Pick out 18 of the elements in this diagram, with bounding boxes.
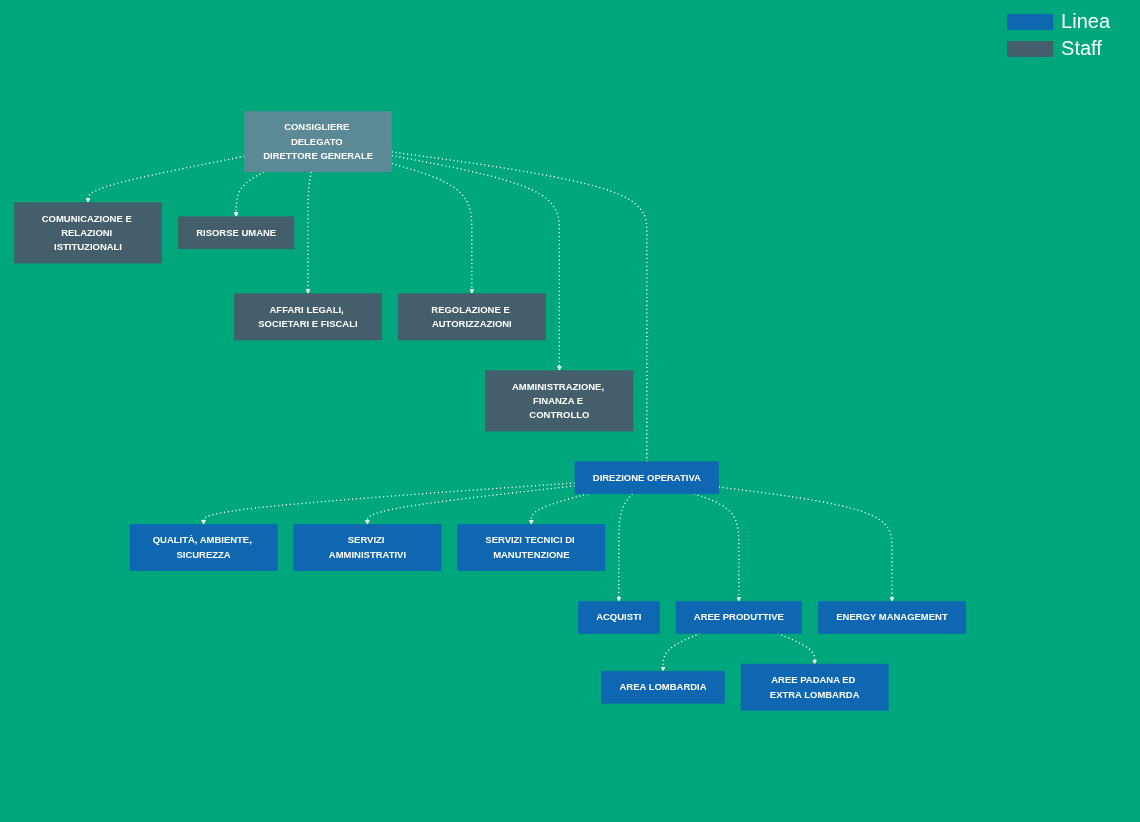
node-box: COMUNICAZIONE E RELAZIONI ISTITUZIONALI (14, 202, 162, 264)
node-box: SERVIZI TECNICI DI MANUTENZIONE (457, 524, 606, 572)
legend-label: Linea (1061, 10, 1110, 33)
node-box: AREE PADANA ED EXTRA LOMBARDA (740, 663, 889, 711)
node-box: REGOLAZIONE E AUTORIZZAZIONI (397, 293, 546, 341)
node-box: SERVIZI AMMINISTRATIVI (293, 524, 442, 572)
node-box: CONSIGLIERE DELEGATO DIRETTORE GENERALE (244, 111, 392, 173)
node-box: ENERGY MANAGEMENT (818, 601, 966, 634)
node-box: AMMINISTRAZIONE, FINANZA E CONTROLLO (485, 370, 634, 432)
node-box: AFFARI LEGALI, SOCIETARI E FISCALI (234, 293, 382, 341)
node-box: QUALITÀ, AMBIENTE, SICUREZZA (129, 524, 278, 572)
node-box: DIREZIONE OPERATIVA (574, 461, 719, 495)
node-box: RISORSE UMANE (178, 216, 295, 250)
legend-label: Staff (1061, 37, 1102, 60)
arrow (616, 493, 634, 602)
node-box: AREA LOMBARDIA (601, 671, 725, 704)
node-box: AREE PRODUTTIVE (675, 601, 802, 634)
node-box: ACQUISTI (578, 601, 660, 634)
